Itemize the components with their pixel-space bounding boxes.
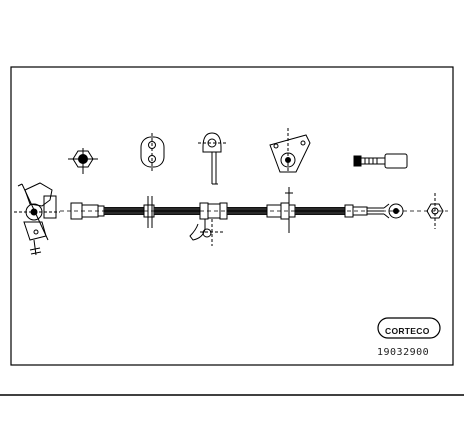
hose-section-left	[104, 207, 144, 215]
corteco-logo	[377, 317, 441, 339]
mounting-plate-detail	[140, 133, 165, 171]
hose-section-mid	[154, 207, 200, 215]
center-bracket	[189, 202, 228, 246]
end-nut-detail	[426, 193, 444, 229]
brand-name: CORTECO	[385, 326, 430, 336]
banjo-fitting-detail	[68, 148, 98, 174]
drawing-frame	[10, 66, 454, 366]
caliper-fitting	[14, 182, 60, 256]
part-number: 19032900	[377, 347, 430, 358]
bolt-detail	[353, 153, 408, 169]
right-hose-fitting	[344, 203, 404, 219]
hose-section-center	[227, 207, 267, 215]
mid-fitting-1	[143, 196, 155, 228]
bracket-clip-detail	[198, 132, 226, 185]
mid-fitting-2	[266, 187, 296, 233]
hose-section-right	[295, 207, 345, 215]
triangle-bracket-detail	[269, 128, 311, 173]
